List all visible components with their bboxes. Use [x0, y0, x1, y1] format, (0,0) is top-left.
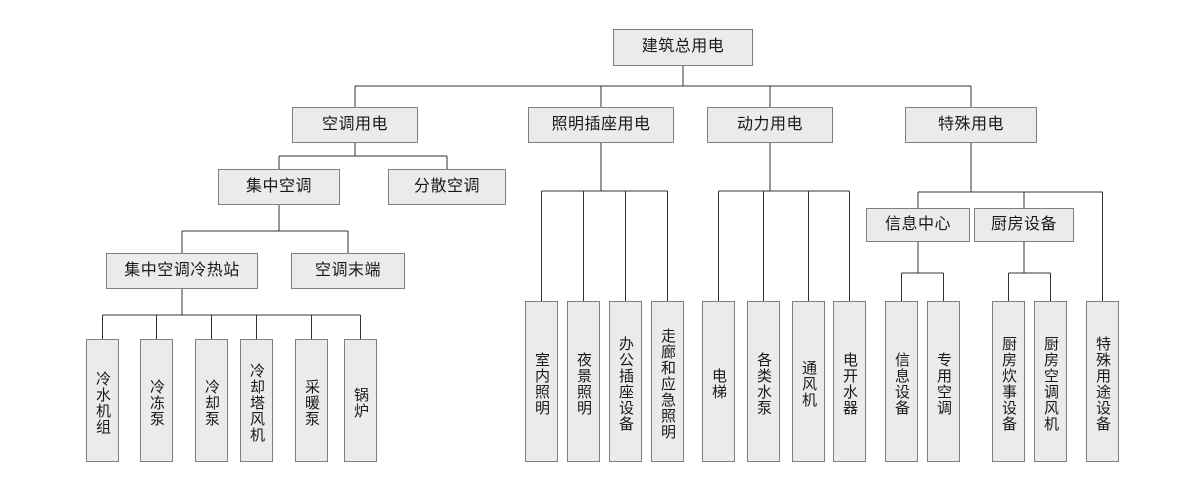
node-infocenter[interactable]: 信息中心: [866, 208, 970, 242]
node-chwpump[interactable]: 冷冻泵: [140, 339, 173, 462]
node-kitchenfan[interactable]: 厨房空调风机: [1034, 301, 1067, 462]
node-pumps[interactable]: 各类水泵: [747, 301, 780, 462]
node-infoequip[interactable]: 信息设备: [885, 301, 918, 462]
node-central[interactable]: 集中空调: [218, 169, 340, 205]
node-kitchen[interactable]: 厨房设备: [974, 208, 1074, 242]
node-waterheater[interactable]: 电开水器: [833, 301, 866, 462]
node-corridor[interactable]: 走廊和应急照明: [651, 301, 684, 462]
node-power[interactable]: 动力用电: [707, 107, 833, 143]
node-coolfan[interactable]: 冷却塔风机: [240, 339, 273, 462]
node-lighting[interactable]: 照明插座用电: [528, 107, 674, 143]
node-officeplug[interactable]: 办公插座设备: [609, 301, 642, 462]
node-cookequip[interactable]: 厨房炊事设备: [992, 301, 1025, 462]
node-indoorlight[interactable]: 室内照明: [525, 301, 558, 462]
node-nightlight[interactable]: 夜景照明: [567, 301, 600, 462]
node-special[interactable]: 特殊用电: [905, 107, 1037, 143]
node-elevator[interactable]: 电梯: [702, 301, 735, 462]
node-split[interactable]: 分散空调: [388, 169, 506, 205]
node-boiler[interactable]: 锅炉: [344, 339, 377, 462]
node-terminal[interactable]: 空调末端: [291, 253, 405, 289]
node-hvac[interactable]: 空调用电: [292, 107, 418, 143]
node-specialuse[interactable]: 特殊用途设备: [1086, 301, 1119, 462]
node-chiller[interactable]: 冷水机组: [86, 339, 119, 462]
node-ventfan[interactable]: 通风机: [792, 301, 825, 462]
node-root[interactable]: 建筑总用电: [613, 29, 753, 66]
node-plant[interactable]: 集中空调冷热站: [106, 253, 258, 289]
node-heatpump[interactable]: 采暖泵: [295, 339, 328, 462]
node-cwpump[interactable]: 冷却泵: [195, 339, 228, 462]
node-dedicatedac[interactable]: 专用空调: [927, 301, 960, 462]
